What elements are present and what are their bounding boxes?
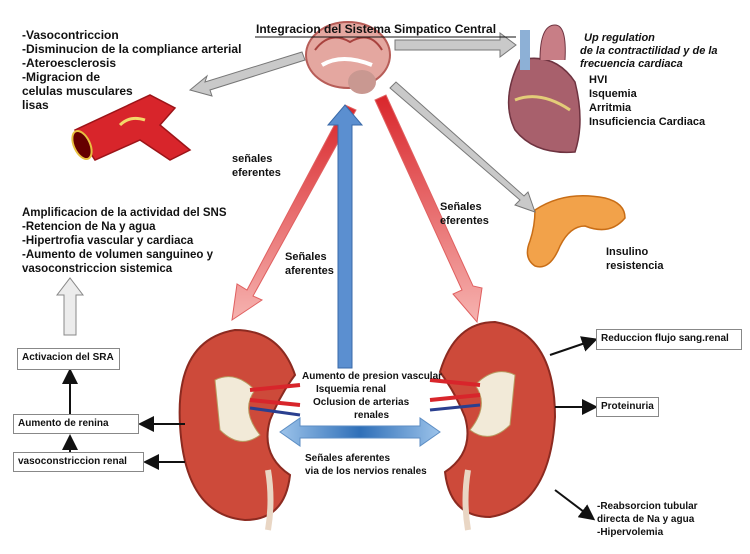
list-item: lisas <box>22 98 49 112</box>
cardiac-effects-list: HVI Isquemia Arritmia Insuficiencia Card… <box>589 73 705 129</box>
sns-effects-list: Amplificacion de la actividad del SNS -R… <box>22 206 227 276</box>
list-item: -Retencion de Na y agua <box>22 221 156 233</box>
gray-arrow-to-pancreas <box>389 81 536 213</box>
text-line: Oclusion de arterias <box>313 397 410 408</box>
list-item: Amplificacion de la actividad del SNS <box>22 207 227 219</box>
text-line: aferentes <box>285 265 334 277</box>
cardiac-heading: Up regulation de la contractilidad y de … <box>580 32 718 71</box>
diagram-title: Integracion del Sistema Simpatico Centra… <box>256 22 497 36</box>
vascular-effects-list: -Vasocontriccion -Disminucion de la comp… <box>22 28 241 112</box>
list-item: -Hipervolemia <box>597 527 664 538</box>
text-line: via de los nervios renales <box>305 466 427 477</box>
left-kidney-illustration <box>178 328 301 531</box>
heading-line: de la contractilidad y de la <box>580 45 718 57</box>
efferent-arrow-right <box>374 94 483 324</box>
text-line: Señales <box>285 251 327 263</box>
list-item: -Disminucion de la compliance arterial <box>22 42 242 56</box>
list-item: celulas musculares <box>22 84 133 98</box>
heart-illustration <box>507 24 581 154</box>
artery-illustration <box>71 94 192 161</box>
text-line: señales <box>232 153 273 165</box>
pancreas-illustration <box>526 195 626 268</box>
list-item: -Hipertrofia vascular y cardiaca <box>22 235 194 247</box>
list-item: Insuficiencia Cardiaca <box>589 116 706 128</box>
efferent-label-left: señales eferentes <box>232 152 281 180</box>
box-activacion-sra: Activacion del SRA <box>17 348 120 370</box>
afferent-bottom-label: Señales aferentes via de los nervios ren… <box>305 452 427 478</box>
list-item: vasoconstriccion sistemica <box>22 263 173 275</box>
box-vasoconstriccion-renal: vasoconstriccion renal <box>13 452 144 472</box>
connector-arrows <box>62 336 598 521</box>
gray-arrow-up <box>55 277 85 336</box>
list-item: -Ateroesclerosis <box>22 56 117 70</box>
box-aumento-renina: Aumento de renina <box>13 414 139 434</box>
heading-line: frecuencia cardiaca <box>580 58 683 70</box>
gray-arrow-to-artery <box>188 51 306 97</box>
text-line: Señales <box>440 201 482 213</box>
efferent-arrow-left <box>231 104 357 322</box>
box-proteinuria: Proteinuria <box>596 397 659 417</box>
center-causes: Aumento de presion vascular Isquemia ren… <box>302 370 442 422</box>
afferent-arrow-horizontal <box>279 417 441 447</box>
afferent-arrow-up <box>326 104 364 369</box>
text-line: renales <box>354 410 390 421</box>
text-line: eferentes <box>440 215 489 227</box>
list-item: -Aumento de volumen sanguineo y <box>22 249 214 261</box>
text-line: Insulino <box>606 246 649 258</box>
text-line: eferentes <box>232 167 281 179</box>
efferent-label-right: Señales eferentes <box>440 200 489 228</box>
text-line: resistencia <box>606 260 664 272</box>
text-line: Isquemia renal <box>316 384 387 395</box>
afferent-label-center: Señales aferentes <box>285 250 334 278</box>
list-item: Arritmia <box>589 102 632 114</box>
text-line: Aumento de presion vascular <box>302 371 443 382</box>
box-reduccion-flujo: Reduccion flujo sang.renal <box>596 329 742 350</box>
right-bottom-effects: -Reabsorcion tubular directa de Na y agu… <box>597 500 698 539</box>
text-line: Señales aferentes <box>305 453 391 464</box>
list-item: -Migracion de <box>22 70 101 84</box>
list-item: directa de Na y agua <box>597 514 695 525</box>
list-item: -Vasocontriccion <box>22 28 119 42</box>
list-item: -Reabsorcion tubular <box>597 501 698 512</box>
list-item: HVI <box>589 74 608 86</box>
pancreas-effect: Insulino resistencia <box>606 245 663 273</box>
gray-arrow-to-heart <box>394 32 517 58</box>
heading-line: Up regulation <box>584 32 655 44</box>
list-item: Isquemia <box>589 88 637 100</box>
brain-illustration <box>305 21 391 94</box>
right-kidney-illustration <box>429 320 557 531</box>
